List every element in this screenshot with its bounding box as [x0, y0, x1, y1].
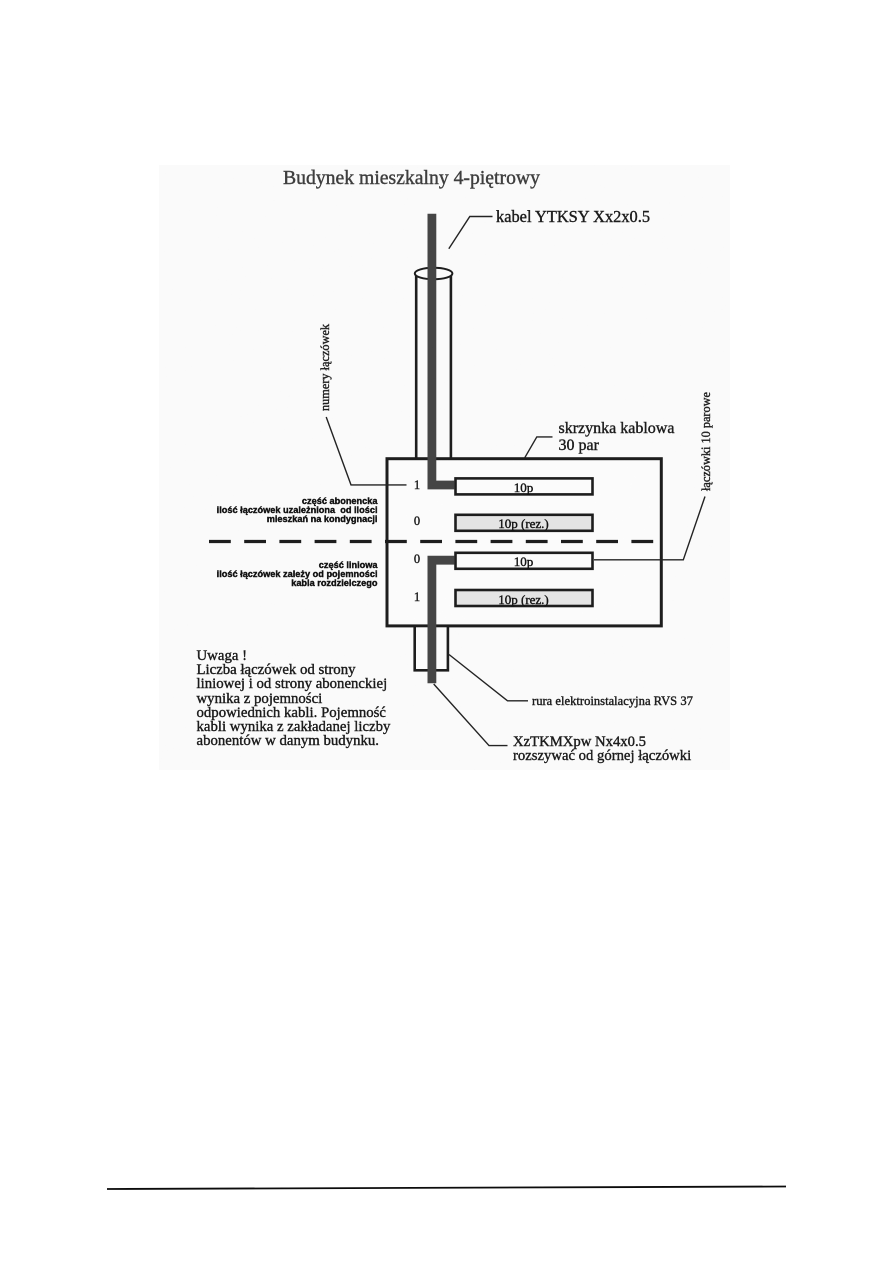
line-section-note: część liniowa ilość łączówek zależy od p… [200, 559, 378, 589]
row-number-1: 1 [413, 477, 421, 492]
box-label-line2: 30 par [558, 437, 599, 454]
line-section-line3: kabla rozdzielczego [291, 578, 378, 588]
connector-numbers-label: numery łączówek [318, 323, 332, 411]
subscriber-line1: część abonencka [301, 495, 378, 506]
bar-label-1: 10p [513, 479, 534, 495]
scan-noise-texture [159, 165, 730, 770]
subscriber-line3: mieszkań na kondygnacji [266, 514, 378, 524]
cable-bottom-label-line2: rozszywać od górnej łączówki [513, 748, 692, 765]
bar-label-4: 10p (rez.) [498, 591, 549, 607]
footer-rule [106, 1185, 787, 1190]
note-line-7: abonentów w danym budynku. [196, 733, 379, 750]
subscriber-section-note: część abonencka ilość łączówek uzależnio… [200, 495, 378, 525]
conduit-label: rura elektroinstalacyjna RVS 37 [532, 694, 693, 708]
cable-bottom-label: XzTKMXpw Nx4x0.5 rozszywać od górnej łąc… [513, 734, 692, 765]
cable-top-label: kabel YTKSY Xx2x0.5 [496, 207, 651, 226]
note-line-5: odpowiednich kabli. Pojemność [196, 704, 386, 721]
box-label: skrzynka kablowa 30 par [558, 419, 675, 455]
row-number-3: 0 [413, 552, 421, 567]
note-line-2: Liczba łączówek od strony [196, 662, 356, 679]
line-section-line1: część liniowa [318, 559, 378, 570]
note-line-4: wynika z pojemności [196, 690, 323, 707]
box-label-line1: skrzynka kablowa [558, 419, 675, 437]
note-line-6: kabli wynika z zakładanej liczby [196, 719, 391, 736]
note-line-3: liniowej i od strony abonenckiej [196, 676, 388, 693]
subscriber-line2: ilość łączówek uzależniona od ilości [216, 504, 378, 515]
line-section-line2: ilość łączówek zależy od pojemności [216, 568, 378, 579]
row-number-2: 0 [413, 514, 421, 529]
bar-label-3: 10p [513, 554, 534, 569]
connectors-right-label: łączówki 10 parowe [698, 391, 713, 491]
cable-bottom-label-line1: XzTKMXpw Nx4x0.5 [513, 734, 646, 750]
row-number-4: 1 [413, 589, 421, 604]
page-title: Budynek mieszkalny 4-piętrowy [283, 167, 540, 190]
note-block: Uwaga ! Liczba łączówek od strony liniow… [196, 648, 391, 750]
bar-label-2: 10p (rez.) [498, 516, 549, 531]
note-line-1: Uwaga ! [196, 648, 248, 664]
scan-noise [159, 165, 730, 770]
